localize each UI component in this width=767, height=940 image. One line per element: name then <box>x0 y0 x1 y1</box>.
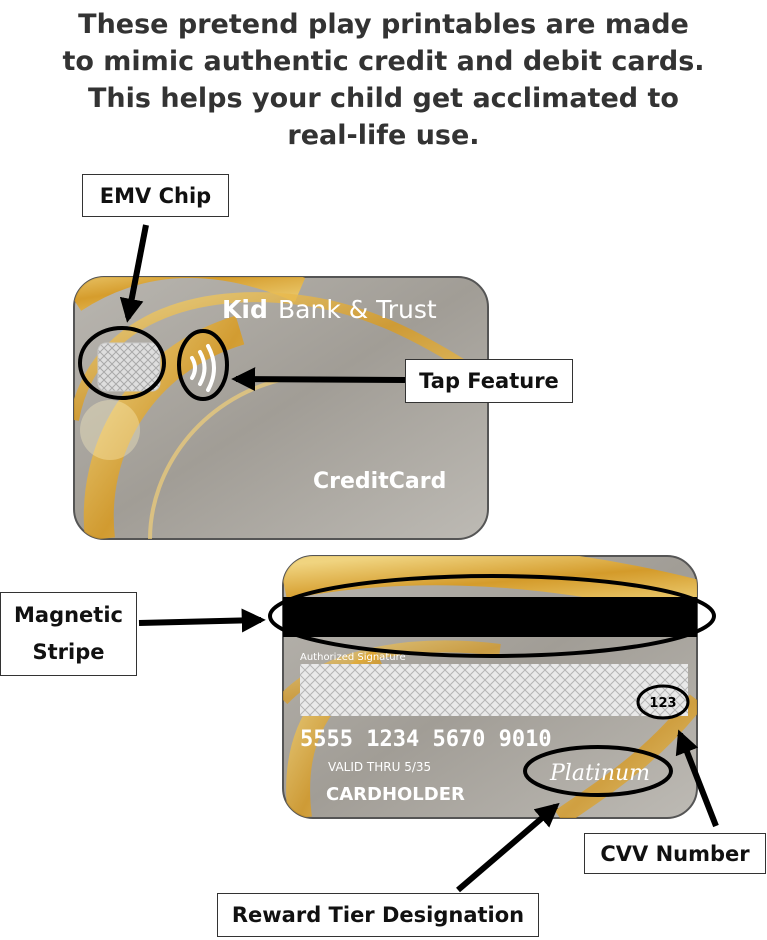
signature-label: Authorized Signature <box>300 652 406 663</box>
card-type-label: CreditCard <box>313 469 446 494</box>
arrow-emv-chip <box>119 224 149 323</box>
magnetic-stripe-label: Magnetic Stripe <box>0 592 137 676</box>
bank-name-bold: Kid <box>222 295 268 324</box>
heading-line-4: real-life use. <box>287 120 480 151</box>
callout-arrows <box>119 224 719 893</box>
back-card: Authorized Signature 123 5555 1234 5670 … <box>268 555 716 819</box>
cvv-highlight <box>636 684 690 720</box>
tier-highlight <box>523 745 673 797</box>
arrow-tap-feature <box>231 367 406 392</box>
tap-feature-label: Tap Feature <box>405 359 573 403</box>
contactless-icon <box>190 344 216 392</box>
cardholder-name: CARDHOLDER <box>326 784 465 805</box>
front-card: Kid Bank & Trust CreditCard <box>73 276 489 540</box>
emv-chip-label: EMV Chip <box>82 174 229 217</box>
emv-chip-highlight <box>78 326 166 400</box>
arrow-cvv <box>675 729 719 828</box>
arrow-magnetic-stripe <box>138 608 266 633</box>
magnetic-stripe <box>283 597 697 637</box>
tier-badge: Platinum <box>549 761 650 786</box>
arrow-reward-tier <box>456 802 560 893</box>
heading-line-3: This helps your child get acclimated to <box>88 83 679 114</box>
tap-feature-highlight <box>177 329 229 401</box>
heading-line-2: to mimic authentic credit and debit card… <box>62 46 705 77</box>
heading-line-1: These pretend play printables are made <box>78 9 689 40</box>
bank-name-rest: Bank & Trust <box>278 295 437 324</box>
heading: These pretend play printables are made t… <box>0 6 767 154</box>
signature-panel <box>300 664 688 716</box>
cvv-value: 123 <box>649 696 676 711</box>
card-number: 5555 1234 5670 9010 <box>300 727 552 752</box>
valid-thru: VALID THRU 5/35 <box>328 760 431 774</box>
cvv-number-label: CVV Number <box>584 833 766 874</box>
magnetic-stripe-highlight <box>268 574 716 658</box>
reward-tier-label: Reward Tier Designation <box>217 893 539 937</box>
emv-chip-icon <box>97 342 161 392</box>
